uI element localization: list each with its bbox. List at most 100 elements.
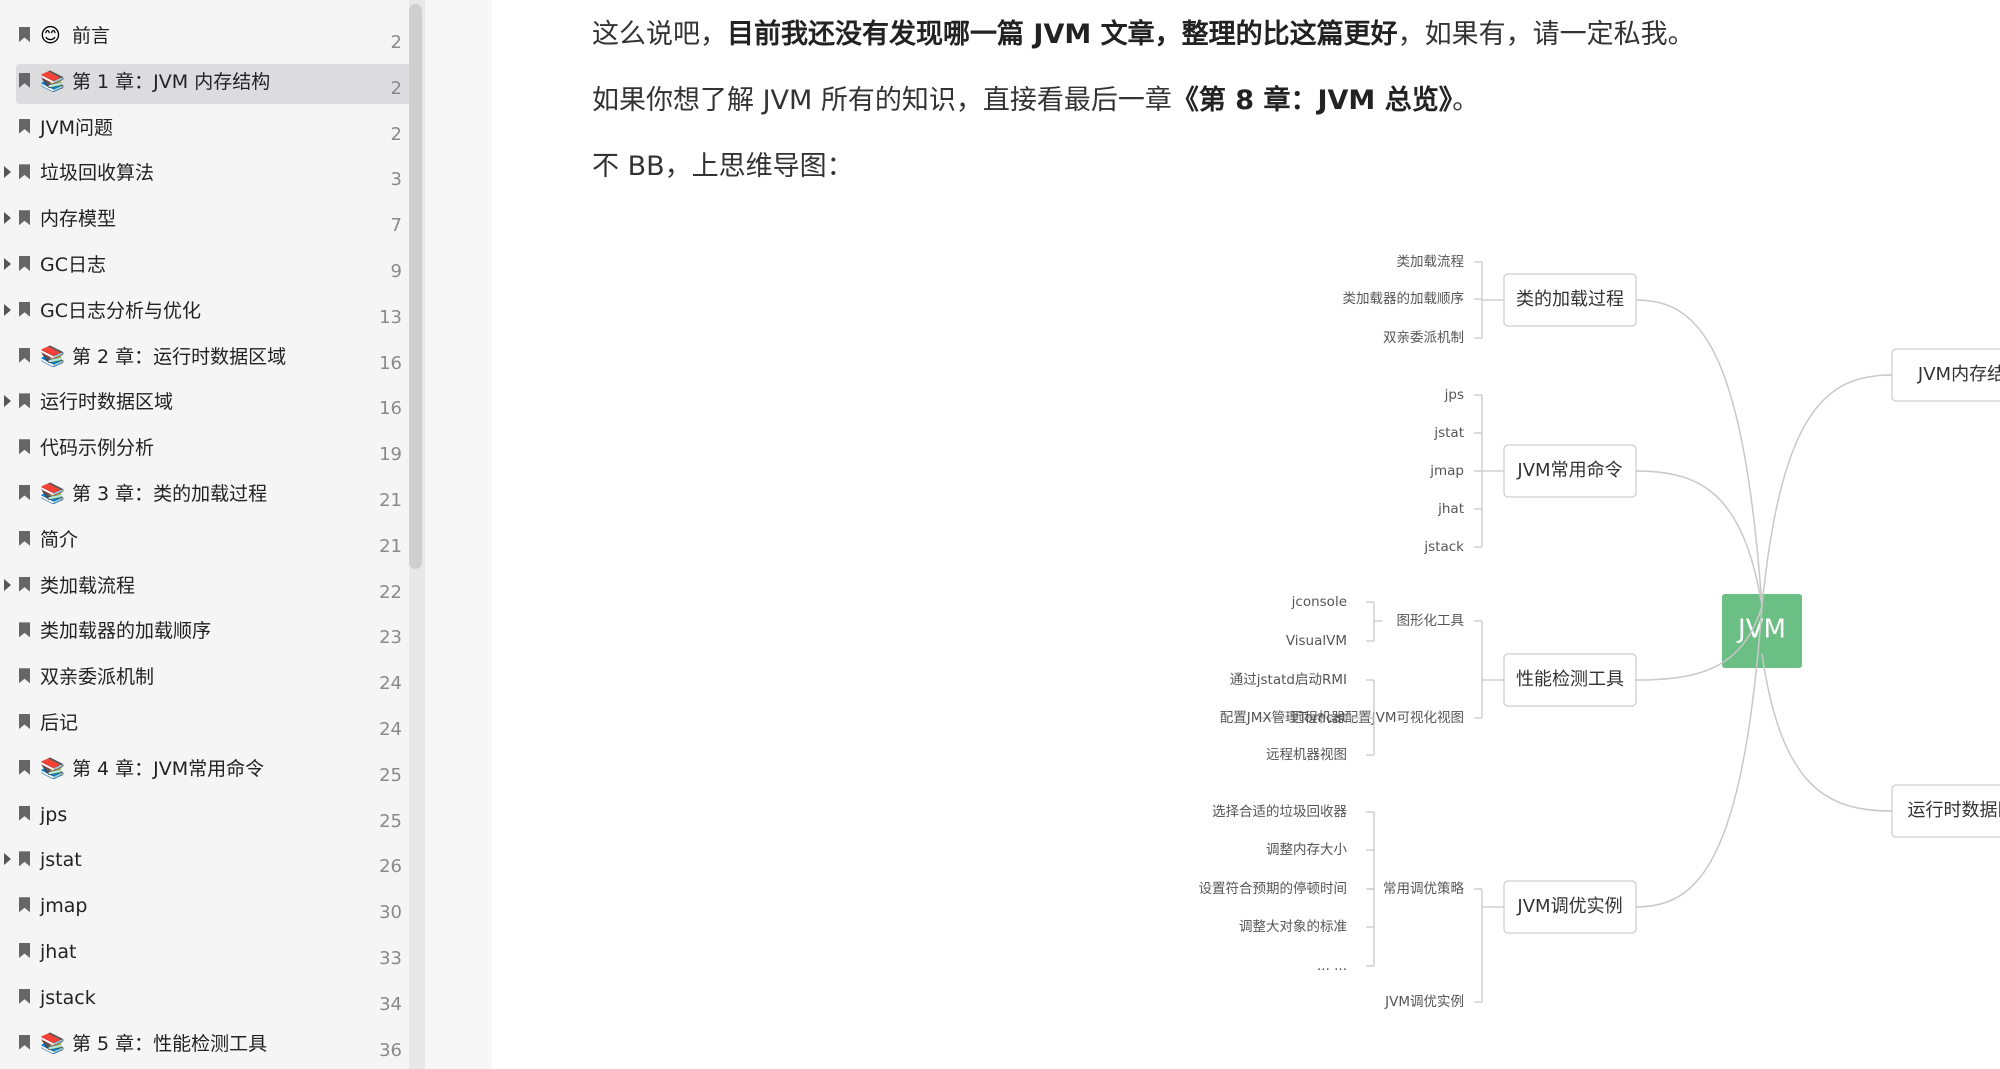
toc-item-label: 简介 — [40, 528, 79, 551]
mindmap-node-label: JVM常用命令 — [1516, 460, 1622, 481]
toc-emoji-icon: 📚 — [40, 343, 65, 368]
mindmap-image: JVM类的加载过程类加载流程类加载器的加载顺序双亲委派机制JVM常用命令jpsj… — [1199, 254, 2000, 1010]
bookmark-icon — [19, 439, 30, 455]
bookmark-icon — [19, 301, 30, 317]
mindmap-node-leaf: 类加载流程 — [1397, 254, 1465, 270]
toc-item[interactable]: 📚 第 3 章：类的加载过程 21 — [0, 481, 420, 534]
mindmap-branch — [1761, 653, 1893, 812]
toc-item[interactable]: 运行时数据区域 16 — [0, 391, 420, 442]
expand-arrow-icon[interactable] — [4, 395, 11, 408]
expand-arrow-icon[interactable] — [4, 212, 11, 225]
mindmap-node-leaf: 类加载器的加载顺序 — [1343, 291, 1465, 307]
toc-item[interactable]: 双亲委派机制 24 — [0, 666, 420, 717]
mindmap-node-level2: 远程机器配置JVM可视化视图 — [1291, 710, 1464, 726]
toc-item-label: jstack — [40, 986, 96, 1009]
toc-item-page: 26 — [379, 856, 402, 878]
toc-item-label: 后记 — [40, 712, 79, 734]
toc-item[interactable]: 简介 21 — [0, 529, 420, 580]
paragraph-text: 如果你想了解 JVM 所有的知识，直接看最后一章 — [592, 85, 1172, 116]
mindmap-node-leaf: 配置JMX管理Tomcat — [1220, 710, 1347, 726]
toc-item-label: 运行时数据区域 — [40, 391, 174, 414]
mindmap-branch — [1635, 299, 1763, 607]
toc-item[interactable]: jps 25 — [0, 804, 420, 855]
toc-item[interactable]: 😊 前言 2 — [0, 23, 420, 76]
bookmark-icon — [19, 622, 30, 638]
toc-item-label: 第 3 章：类的加载过程 — [72, 483, 268, 505]
bookmark-icon — [19, 72, 30, 88]
mindmap-node-leaf: jconsole — [1291, 594, 1347, 610]
paragraph-bold: 目前我还没有发现哪一篇 JVM 文章，整理的比这篇更好 — [727, 19, 1398, 50]
toc-item-label: JVM问题 — [40, 116, 113, 139]
toc-emoji-icon: 📚 — [40, 1030, 65, 1055]
mindmap-node-label: JVM调优实例 — [1516, 896, 1622, 917]
toc-emoji-icon: 📚 — [40, 68, 65, 93]
paragraph-text: 不 BB，上思维导图： — [592, 151, 854, 182]
mindmap-node-label: 性能检测工具 — [1516, 669, 1624, 690]
toc-item-page: 25 — [379, 810, 402, 832]
bookmark-icon — [19, 668, 30, 684]
toc-item-label: 第 4 章：JVM常用命令 — [72, 757, 265, 780]
toc-item-page: 36 — [379, 1039, 402, 1061]
mindmap-branch — [1635, 605, 1763, 908]
toc-item-page: 24 — [379, 719, 402, 740]
mindmap-root — [1722, 594, 1802, 668]
paragraph-mindmap-intro: 不 BB，上思维导图： — [592, 149, 854, 185]
mindmap-node-leaf: 远程机器视图 — [1266, 747, 1347, 763]
expand-arrow-icon[interactable] — [4, 166, 11, 179]
mindmap-node-label: 运行时数据区域 — [1908, 800, 2000, 821]
mindmap-node-leaf: 设置符合预期的停顿时间 — [1199, 880, 1348, 897]
bookmark-icon — [19, 256, 30, 271]
expand-arrow-icon[interactable] — [4, 578, 11, 591]
toc-item-page: 21 — [379, 490, 402, 511]
expand-arrow-icon[interactable] — [4, 303, 11, 316]
paragraph-link-bold[interactable]: 《第 8 章：JVM 总览》 — [1171, 85, 1453, 116]
mindmap-branch — [1635, 605, 1763, 681]
toc-item-page: 21 — [379, 535, 402, 557]
toc-item-label: 内存模型 — [40, 208, 117, 231]
paragraph-intro: 这么说吧，目前我还没有发现哪一篇 JVM 文章，整理的比这篇更好，如果有，请一定… — [592, 17, 1695, 53]
toc-item[interactable]: 后记 24 — [0, 712, 420, 763]
mindmap-node-leaf: ... ... — [1317, 958, 1347, 974]
bookmark-icon — [19, 118, 30, 134]
toc-item-label: 双亲委派机制 — [40, 666, 155, 689]
mindmap-node-leaf: VisualVM — [1286, 633, 1347, 649]
toc-item-label: 第 5 章：性能检测工具 — [72, 1032, 268, 1055]
toc-item-page: 23 — [379, 627, 402, 649]
scrollbar-thumb[interactable] — [409, 4, 422, 569]
toc-emoji-icon: 📚 — [40, 481, 65, 505]
sidebar-gutter — [426, 0, 492, 1069]
toc-emoji-icon: 😊 — [40, 23, 61, 47]
mindmap-node-leaf: jmap — [1429, 463, 1464, 479]
bookmark-icon — [19, 27, 30, 42]
bookmark-icon — [19, 988, 30, 1004]
bookmark-icon — [19, 530, 30, 546]
toc-item[interactable]: 📚 第 5 章：性能检测工具 36 — [0, 1031, 420, 1069]
bookmark-icon — [19, 576, 30, 592]
toc-item-page: 33 — [379, 948, 402, 969]
bookmark-icon — [19, 805, 30, 821]
toc-item-page: 24 — [379, 673, 402, 695]
expand-arrow-icon[interactable] — [4, 853, 11, 866]
toc-item-page: 16 — [379, 398, 402, 420]
toc-item-label: 前言 — [72, 25, 111, 47]
toc-item-label: jps — [40, 803, 68, 826]
expand-arrow-icon[interactable] — [4, 258, 11, 270]
toc-item-page: 2 — [390, 32, 402, 53]
